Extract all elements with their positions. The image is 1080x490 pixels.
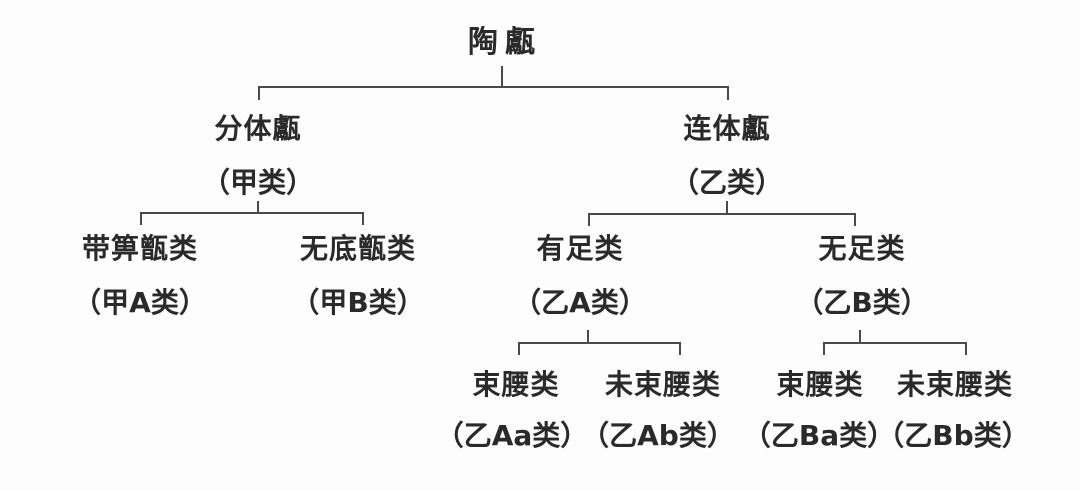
connector-root-stem — [501, 66, 503, 87]
connector-class-bb-stem — [859, 330, 861, 343]
connector-root-bracket — [258, 86, 729, 100]
node-waisted-b-label: 束腰类 — [776, 368, 864, 401]
node-bottomless-zeng-label: 无底甑类 — [299, 232, 417, 265]
connector-class-ba-bracket — [518, 342, 681, 355]
connector-class-a-stem — [257, 201, 259, 213]
node-unwaisted-a-code: （乙Ab类） — [581, 419, 735, 452]
node-footless-label: 无足类 — [818, 232, 906, 265]
node-joined-body-code: （乙类） — [670, 166, 784, 199]
node-root-label: 陶甗 — [468, 25, 542, 60]
node-bottomless-zeng-code: （甲B类） — [291, 286, 425, 319]
node-unwaisted-b-code: （乙Bb类） — [876, 419, 1030, 452]
node-waisted-a-code: （乙Aa类） — [435, 419, 589, 452]
connector-class-b-bracket — [588, 213, 856, 226]
node-with-grate-zeng-label: 带箅甑类 — [81, 232, 199, 265]
node-split-body-code: （甲类） — [201, 166, 315, 199]
node-with-grate-zeng-code: （甲A类） — [73, 286, 207, 319]
node-waisted-b-code: （乙Ba类） — [742, 419, 896, 452]
node-footless-code: （乙B类） — [795, 286, 929, 319]
connector-class-a-bracket — [140, 212, 364, 225]
connector-class-b-stem — [726, 201, 728, 214]
node-split-body-label: 分体甗 — [214, 112, 302, 145]
node-waisted-a-label: 束腰类 — [472, 368, 560, 401]
connector-class-bb-bracket — [823, 342, 967, 355]
node-joined-body-label: 连体甗 — [683, 112, 771, 145]
node-footed-code: （乙A类） — [513, 286, 647, 319]
connector-class-ba-stem — [587, 330, 589, 343]
node-unwaisted-a-label: 未束腰类 — [604, 368, 722, 401]
node-unwaisted-b-label: 未束腰类 — [896, 368, 1014, 401]
node-footed-label: 有足类 — [536, 232, 624, 265]
